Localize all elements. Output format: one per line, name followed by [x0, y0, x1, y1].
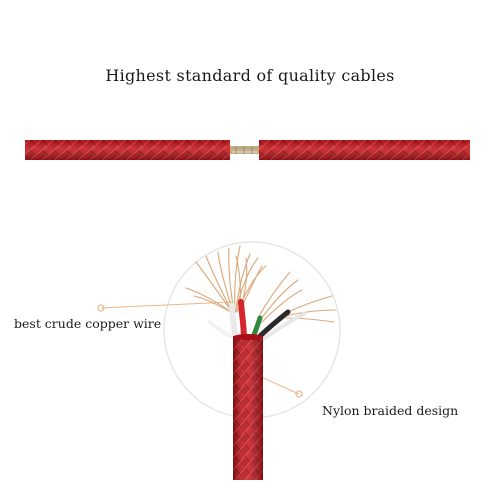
leader-lines [97, 301, 303, 398]
cable-vertical [233, 334, 263, 480]
callout-nylon-braid: Nylon braided design [322, 403, 459, 418]
callout-copper-wire: best crude copper wire [14, 316, 162, 331]
copper-strands [185, 245, 337, 323]
cable-horizontal [25, 140, 470, 160]
exposed-copper-joint [230, 146, 259, 154]
headline: Highest standard of quality cables [105, 66, 395, 85]
